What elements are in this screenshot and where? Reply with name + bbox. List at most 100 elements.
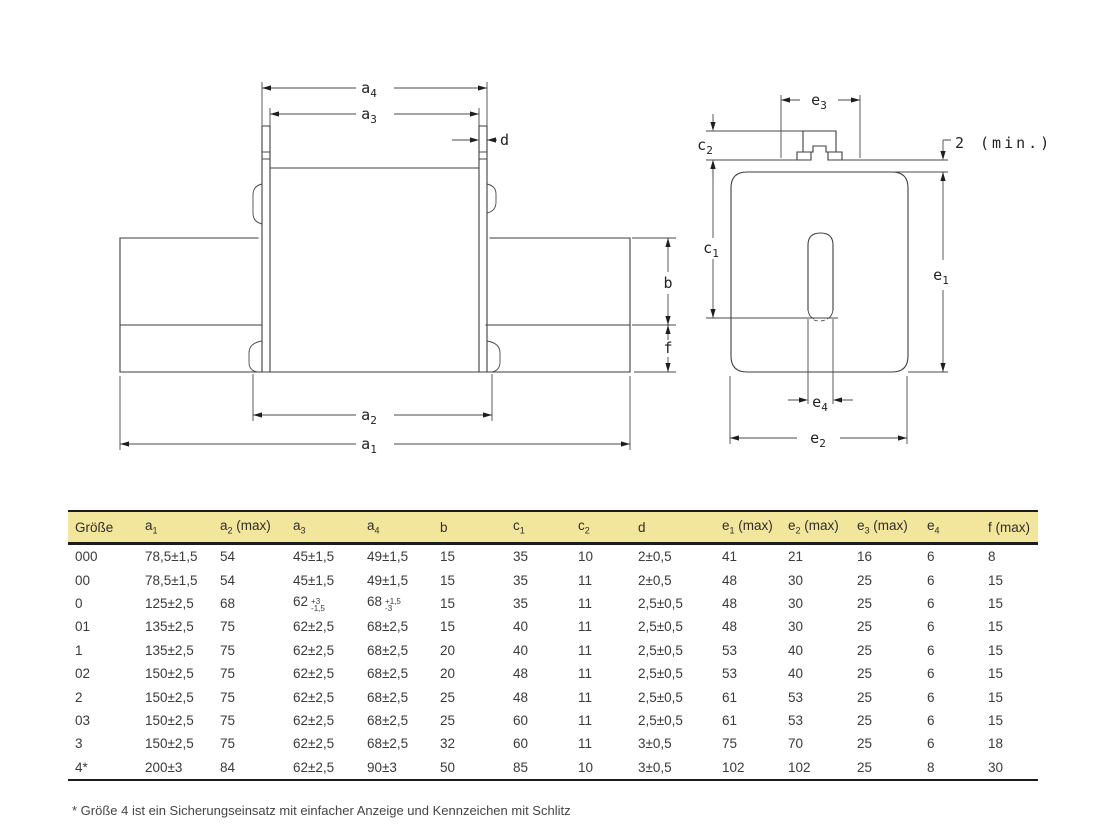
dim-label-a2: a2 — [361, 406, 377, 427]
table-cell: 25 — [857, 572, 873, 588]
table-cell: 62±2,5 — [293, 642, 335, 658]
dimension-2-min: 2(min.) — [940, 134, 1052, 160]
dimension-a1: a1 — [119, 376, 631, 456]
table-cell: 150±2,5 — [145, 666, 194, 682]
column-header: a3 — [293, 518, 306, 536]
table-cell: 3±0,5 — [638, 736, 672, 752]
dim-label-e3: e3 — [811, 91, 827, 112]
table-cell: 68±2,5 — [367, 642, 409, 658]
column-header: f (max) — [988, 519, 1031, 535]
table-cell: 70 — [788, 736, 804, 752]
min-note-label: 2(min.) — [955, 134, 1052, 152]
table-cell: 60 — [513, 736, 529, 752]
table-cell: 135±2,5 — [145, 642, 194, 658]
table-cell: 75 — [722, 736, 738, 752]
table-cell: 41 — [722, 549, 738, 565]
tolerance-stack: +3-1,5 — [311, 596, 325, 614]
tolerance-stack: +1,5-3 — [385, 596, 401, 614]
table-cell: 75 — [220, 736, 236, 752]
table-cell: 125±2,5 — [145, 595, 194, 611]
table-cell: 2±0,5 — [638, 572, 672, 588]
fuse-side-view: e3 c2 c1 2(min.) — [697, 91, 1052, 450]
table-cell: 62±2,5 — [293, 712, 335, 728]
table-cell: 48 — [722, 595, 738, 611]
dim-label-b: b — [663, 274, 672, 292]
table-cell: 4* — [75, 759, 88, 775]
table-cell: 68+1,5-3 — [367, 593, 401, 614]
table-cell: 85 — [513, 759, 529, 775]
table-cell: 2,5±0,5 — [638, 712, 683, 728]
table-cell: 3±0,5 — [638, 759, 672, 775]
table-cell: 25 — [857, 595, 873, 611]
table-cell: 15 — [440, 619, 456, 635]
table-cell: 45±1,5 — [293, 549, 335, 565]
table-cell: 1 — [75, 642, 83, 658]
table-cell: 61 — [722, 689, 738, 705]
table-cell: 53 — [722, 666, 738, 682]
column-header: e1 (max) — [722, 518, 773, 536]
table-cell: 45±1,5 — [293, 572, 335, 588]
table-cell: 11 — [578, 712, 593, 728]
column-header: Größe — [75, 519, 114, 535]
table-cell: 25 — [857, 666, 873, 682]
table-cell: 00 — [75, 572, 91, 588]
table-cell: 68 — [220, 595, 236, 611]
table-cell: 200±3 — [145, 759, 183, 775]
table-cell: 25 — [857, 712, 873, 728]
table-cell: 15 — [988, 666, 1004, 682]
dimension-e1: e1 — [933, 172, 949, 372]
table-cell: 150±2,5 — [145, 689, 194, 705]
table-cell: 90±3 — [367, 759, 397, 775]
table-cell: 15 — [988, 712, 1004, 728]
table-cell: 135±2,5 — [145, 619, 194, 635]
table-cell: 6 — [927, 572, 935, 588]
dim-label-e4: e4 — [812, 393, 828, 414]
column-header: d — [638, 519, 646, 535]
table-cell: 15 — [988, 572, 1004, 588]
table-cell: 60 — [513, 712, 529, 728]
table-cell: 10 — [578, 759, 594, 775]
table-cell: 15 — [988, 689, 1004, 705]
dim-label-a3: a3 — [361, 105, 377, 126]
table-cell: 40 — [788, 666, 804, 682]
table-cell: 8 — [927, 759, 935, 775]
column-header: e4 — [927, 518, 940, 536]
table-cell: 40 — [513, 619, 529, 635]
table-cell: 68±2,5 — [367, 736, 409, 752]
dimension-b-f: b f — [632, 237, 676, 373]
table-cell: 53 — [722, 642, 738, 658]
table-cell: 48 — [722, 619, 738, 635]
table-cell: 18 — [988, 736, 1004, 752]
dim-label-e1: e1 — [933, 266, 949, 287]
table-cell: 50 — [440, 759, 456, 775]
column-header: a4 — [367, 518, 380, 536]
column-header: b — [440, 519, 448, 535]
column-header: c2 — [578, 518, 590, 536]
table-cell: 75 — [220, 666, 236, 682]
dim-label-f: f — [663, 339, 672, 357]
table-cell: 102 — [722, 759, 745, 775]
table-cell: 3 — [75, 736, 83, 752]
table-cell: 0 — [75, 595, 83, 611]
table-cell: 25 — [440, 712, 456, 728]
table-cell: 30 — [988, 759, 1004, 775]
table-cell: 16 — [857, 549, 873, 565]
table-cell: 20 — [440, 666, 456, 682]
table-cell: 25 — [857, 689, 873, 705]
table-cell: 11 — [578, 666, 593, 682]
column-header: a1 — [145, 518, 158, 536]
table-cell: 11 — [578, 736, 593, 752]
table-cell: 68±2,5 — [367, 689, 409, 705]
table-cell: 68±2,5 — [367, 619, 409, 635]
table-cell: 150±2,5 — [145, 736, 194, 752]
table-cell: 6 — [927, 689, 935, 705]
table-cell: 62±2,5 — [293, 759, 335, 775]
table-cell: 53 — [788, 689, 804, 705]
table-cell: 2 — [75, 689, 83, 705]
